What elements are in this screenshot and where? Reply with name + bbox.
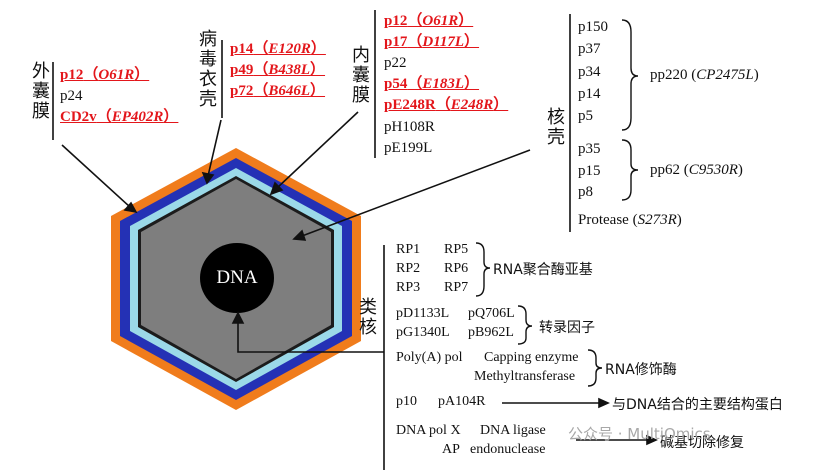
tf-3: pG1340L bbox=[396, 325, 450, 340]
bracket-tf bbox=[517, 305, 533, 345]
inner-envelope-label: 内囊膜 bbox=[352, 45, 370, 106]
rna-pol-subunit-5: RP3 bbox=[396, 280, 421, 295]
arrow-nucleoid bbox=[237, 320, 384, 353]
outer-protein-1: p12（O61R） bbox=[60, 67, 150, 83]
pp62-member-3: p8 bbox=[578, 184, 593, 200]
dna-binding-category: 与DNA结合的主要结构蛋白 bbox=[612, 397, 783, 413]
inner-protein-2: p17（D117L） bbox=[384, 34, 480, 50]
rna-pol-subunit-2: RP5 bbox=[444, 242, 469, 257]
capsid-protein-2: p49（B438L） bbox=[230, 62, 326, 78]
arrow-outer-envelope-head bbox=[123, 201, 138, 214]
pp220-member-1: p150 bbox=[578, 19, 608, 35]
rna-pol-subunit-4: RP6 bbox=[444, 261, 469, 276]
nucleoid-label: 类核 bbox=[359, 297, 377, 338]
dna-core bbox=[200, 243, 274, 313]
protease-label: Protease (S273R) bbox=[578, 212, 682, 228]
arrow-repair-head bbox=[646, 434, 658, 446]
arrow-inner-envelope-head bbox=[269, 181, 284, 196]
rna-mod-2: Capping enzyme bbox=[484, 350, 579, 365]
pp62-member-2: p15 bbox=[578, 163, 601, 179]
bracket-pp220 bbox=[621, 19, 639, 131]
tf-category: 转录因子 bbox=[539, 320, 595, 336]
core-shell-label: 核壳 bbox=[547, 107, 565, 148]
outer-envelope-label: 外囊膜 bbox=[32, 61, 50, 122]
repair-category: 碱基切除修复 bbox=[660, 435, 744, 451]
dna-label: DNA bbox=[216, 267, 258, 288]
rna-mod-3: Methyltransferase bbox=[474, 369, 576, 384]
tf-2: pQ706L bbox=[468, 306, 515, 321]
tf-1: pD1133L bbox=[396, 306, 450, 321]
inner-protein-6: pH108R bbox=[384, 119, 435, 135]
inner-protein-5: pE248R（E248R） bbox=[384, 97, 509, 113]
capsid-label: 病毒衣壳 bbox=[199, 29, 217, 110]
rna-pol-subunit-3: RP2 bbox=[396, 261, 421, 276]
outer-protein-2: p24 bbox=[60, 88, 83, 104]
pp220-member-2: p37 bbox=[578, 41, 601, 57]
inner-protein-7: pE199L bbox=[384, 140, 433, 156]
rna-pol-category: RNA聚合酶亚基 bbox=[493, 262, 593, 278]
bracket-pp62 bbox=[621, 139, 639, 201]
arrow-core-shell-head bbox=[292, 229, 307, 241]
bracket-rna-pol bbox=[475, 242, 491, 297]
arrow-nucleoid-head bbox=[231, 311, 245, 324]
rna-mod-1: Poly(A) pol bbox=[396, 350, 463, 365]
arrow-dna-binding-head bbox=[598, 397, 610, 409]
dna-binding-2: pA104R bbox=[438, 394, 486, 409]
watermark: 公众号 · MultiOmics bbox=[568, 425, 711, 443]
arrow-inner-envelope bbox=[276, 111, 359, 189]
rna-mod-category: RNA修饰酶 bbox=[605, 362, 677, 378]
bracket-rna-mod bbox=[587, 349, 603, 387]
pp62-member-1: p35 bbox=[578, 141, 601, 157]
capsid-protein-1: p14（E120R） bbox=[230, 41, 326, 57]
inner-protein-4: p54（E183L） bbox=[384, 76, 480, 92]
inner-protein-1: p12（O61R） bbox=[384, 13, 474, 29]
pp62-label: pp62 (C9530R) bbox=[650, 162, 743, 178]
pp220-member-3: p34 bbox=[578, 64, 601, 80]
capsid-protein-3: p72（B646L） bbox=[230, 83, 326, 99]
arrow-outer-envelope bbox=[61, 144, 131, 208]
tf-4: pB962L bbox=[468, 325, 514, 340]
repair-1: DNA pol X bbox=[396, 423, 461, 438]
pp220-member-5: p5 bbox=[578, 108, 593, 124]
repair-3: AP bbox=[442, 442, 460, 457]
outer-protein-3: CD2v（EP402R） bbox=[60, 109, 179, 125]
rna-pol-subunit-1: RP1 bbox=[396, 242, 421, 257]
rna-pol-subunit-6: RP7 bbox=[444, 280, 469, 295]
repair-4: endonuclease bbox=[470, 442, 546, 457]
repair-2: DNA ligase bbox=[480, 423, 546, 438]
dna-binding-1: p10 bbox=[396, 394, 417, 409]
pp220-member-4: p14 bbox=[578, 86, 601, 102]
arrow-capsid-head bbox=[201, 171, 215, 185]
pp220-label: pp220 (CP2475L) bbox=[650, 67, 759, 83]
arrow-capsid bbox=[207, 119, 222, 177]
arrow-core-shell bbox=[301, 149, 531, 237]
inner-protein-3: p22 bbox=[384, 55, 407, 71]
